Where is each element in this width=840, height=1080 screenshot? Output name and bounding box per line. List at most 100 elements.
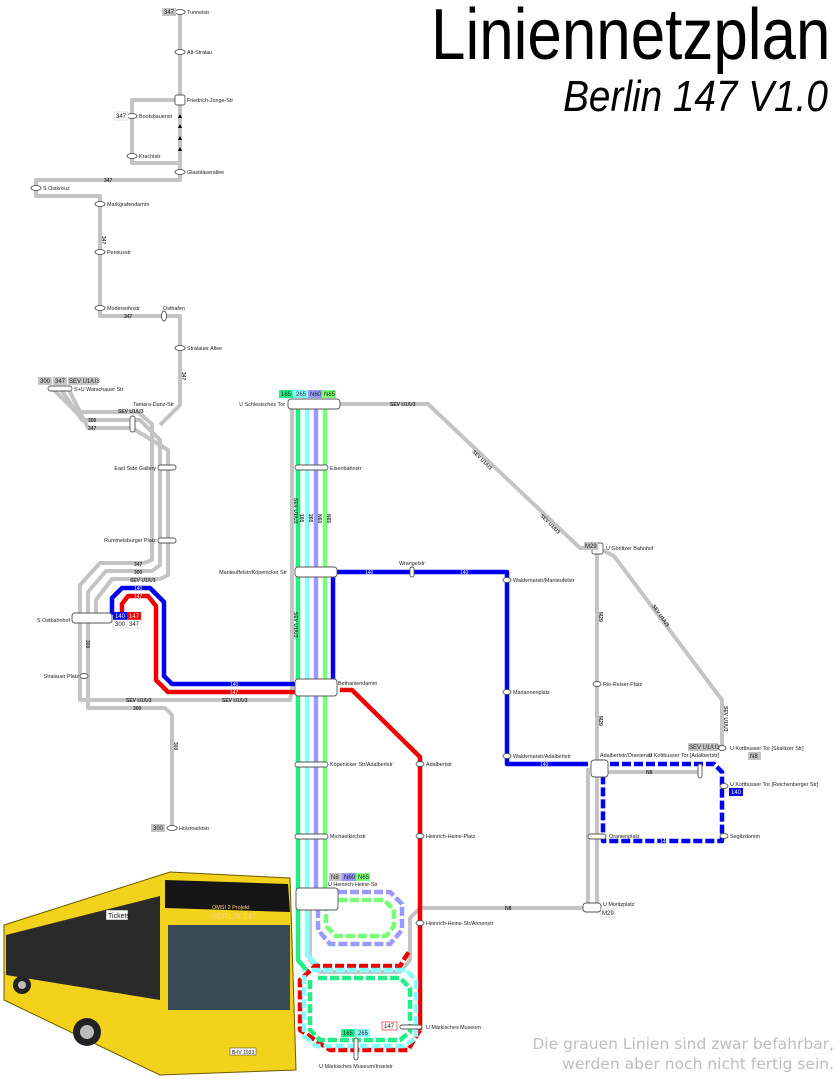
svg-text:U Märkisches Museum: U Märkisches Museum: [426, 1025, 481, 1031]
svg-text:Mariannenplatz: Mariannenplatz: [513, 690, 550, 696]
svg-text:165: 165: [298, 514, 304, 523]
stations: Tunnelstr Alt-Stralau Friedrich-Junge-St…: [30, 9, 819, 1070]
svg-text:300: 300: [115, 622, 126, 628]
svg-text:N8: N8: [505, 906, 512, 912]
svg-text:300: 300: [133, 706, 142, 712]
svg-text:SEV U1/U3: SEV U1/U3: [722, 706, 728, 732]
svg-text:140: 140: [134, 586, 143, 592]
svg-text:165: 165: [281, 392, 292, 398]
svg-text:B-IV 1933: B-IV 1933: [232, 1050, 254, 1056]
svg-text:300: 300: [172, 742, 178, 751]
svg-text:347: 347: [55, 379, 66, 385]
svg-text:N60: N60: [316, 514, 322, 523]
svg-text:Wrangelstr: Wrangelstr: [399, 561, 425, 567]
svg-text:SEV U1/U3: SEV U1/U3: [689, 745, 720, 751]
svg-text:300: 300: [88, 418, 97, 424]
svg-text:N60: N60: [344, 875, 356, 881]
svg-text:SEV U1/U3: SEV U1/U3: [390, 402, 416, 408]
svg-text:U Kottbusser Tor [Skalitzer St: U Kottbusser Tor [Skalitzer Str]: [730, 746, 804, 752]
svg-text:Tamara-Danz-Str: Tamara-Danz-Str: [133, 402, 174, 408]
svg-text:U Moritzplatz: U Moritzplatz: [603, 902, 635, 908]
svg-text:347: 347: [104, 178, 113, 184]
svg-text:N8: N8: [646, 770, 653, 776]
svg-text:Oranienplatz: Oranienplatz: [609, 834, 640, 840]
svg-text:Markgrafendamm: Markgrafendamm: [107, 202, 150, 208]
svg-text:300: 300: [40, 379, 51, 385]
map-subtitle: Berlin 147 V1.0: [563, 72, 828, 121]
svg-text:300: 300: [84, 640, 90, 649]
footnote-line-2: werden aber noch nicht fertig sein.: [562, 1055, 834, 1073]
svg-text:140: 140: [460, 570, 469, 576]
svg-text:S Ostkreuz: S Ostkreuz: [43, 186, 70, 192]
svg-text:N8: N8: [331, 875, 339, 881]
svg-text:Michaelkirchstr: Michaelkirchstr: [330, 834, 366, 840]
svg-text:Manteuffelstr/Köpenicker Str: Manteuffelstr/Köpenicker Str: [219, 570, 287, 576]
route-140: [109, 569, 725, 844]
svg-text:Bootsbauerstr: Bootsbauerstr: [139, 114, 173, 120]
svg-text:N60: N60: [310, 392, 322, 398]
svg-text:Heinrich-Heine-Platz: Heinrich-Heine-Platz: [426, 834, 476, 840]
svg-text:Stralauer Allee: Stralauer Allee: [187, 346, 222, 352]
svg-text:Rio-Reiser-Platz: Rio-Reiser-Platz: [603, 682, 643, 688]
svg-text:140: 140: [731, 790, 742, 796]
svg-text:147: 147: [384, 1024, 395, 1030]
svg-text:M29: M29: [597, 612, 603, 622]
svg-text:Tunnelstr: Tunnelstr: [187, 10, 209, 16]
svg-text:347: 347: [100, 236, 106, 245]
lines-warschauer-ostbahnhof: [50, 386, 294, 828]
svg-text:265: 265: [358, 1031, 369, 1037]
arrows-one-way: [178, 114, 182, 151]
route-badges: 347 347 300 347 SEV U1/U3 140 147 300 34…: [38, 8, 761, 1037]
svg-text:BERLIN 147: BERLIN 147: [212, 912, 257, 921]
svg-text:265: 265: [296, 392, 307, 398]
svg-text:Tickets: Tickets: [108, 913, 130, 920]
route-147: [119, 593, 423, 1053]
svg-text:Alt-Stralau: Alt-Stralau: [187, 50, 212, 56]
svg-text:U Görlitzer Bahnhof: U Görlitzer Bahnhof: [606, 546, 654, 552]
svg-text:347: 347: [129, 622, 140, 628]
svg-text:Köpenicker Str/Adalbertstr: Köpenicker Str/Adalbertstr: [330, 762, 393, 768]
svg-text:OMSI 2 Projekt: OMSI 2 Projekt: [212, 905, 250, 911]
svg-text:347: 347: [124, 314, 133, 320]
svg-text:147: 147: [129, 614, 140, 620]
svg-text:147: 147: [134, 594, 143, 600]
svg-text:SEV U1/U3: SEV U1/U3: [126, 698, 152, 704]
svg-text:140: 140: [115, 614, 126, 620]
svg-text:SEV U1/U3: SEV U1/U3: [130, 578, 156, 584]
bus-illustration: Tickets OMSI 2 Projekt BERLIN 147 B-IV 1…: [3, 871, 297, 1076]
svg-text:N65: N65: [325, 514, 331, 523]
svg-text:SEV U1/U3: SEV U1/U3: [222, 698, 248, 704]
svg-text:Stralauer Platz: Stralauer Platz: [44, 674, 80, 680]
svg-text:U Schlesisches Tor: U Schlesisches Tor: [239, 402, 285, 408]
svg-text:SEV U1/U3: SEV U1/U3: [650, 604, 670, 629]
svg-text:347: 347: [116, 114, 127, 120]
svg-text:M29: M29: [585, 544, 597, 550]
svg-text:Osthafen: Osthafen: [163, 306, 185, 312]
svg-text:Heinrich-Heine-Str/Annenstr: Heinrich-Heine-Str/Annenstr: [426, 921, 494, 927]
svg-text:SEV U1/U3: SEV U1/U3: [118, 409, 144, 415]
svg-text:M29: M29: [597, 716, 603, 726]
svg-text:East Side Gallery: East Side Gallery: [114, 466, 156, 472]
svg-text:140: 140: [660, 839, 669, 845]
svg-text:Friedrich-Junge-Str: Friedrich-Junge-Str: [187, 98, 233, 104]
svg-text:347: 347: [164, 10, 175, 16]
svg-text:165: 165: [343, 1031, 354, 1037]
svg-text:Modersohnstr: Modersohnstr: [107, 306, 140, 312]
svg-text:347: 347: [180, 372, 186, 381]
svg-text:U Heinrich-Heine-Str: U Heinrich-Heine-Str: [328, 882, 378, 888]
svg-text:Persiusstr: Persiusstr: [107, 250, 131, 256]
line-347-north: [34, 12, 182, 427]
svg-text:347: 347: [88, 426, 97, 432]
svg-text:140: 140: [365, 570, 374, 576]
footnote-line-1: Die grauen Linien sind zwar befahrbar,: [532, 1035, 834, 1053]
svg-text:Krachtstr: Krachtstr: [139, 154, 161, 160]
svg-text:Waldemarstr/Manteufelstr: Waldemarstr/Manteufelstr: [513, 578, 575, 584]
map-title: Liniennetzplan: [430, 0, 830, 75]
svg-text:Segitzdamm: Segitzdamm: [730, 834, 760, 840]
svg-text:U Märkisches Museum/Inselstr: U Märkisches Museum/Inselstr: [319, 1064, 393, 1070]
svg-text:Eisenbahnstr: Eisenbahnstr: [330, 466, 362, 472]
svg-text:SEV U1/U3: SEV U1/U3: [69, 379, 100, 385]
svg-text:300: 300: [153, 826, 164, 832]
svg-text:147: 147: [230, 690, 239, 696]
